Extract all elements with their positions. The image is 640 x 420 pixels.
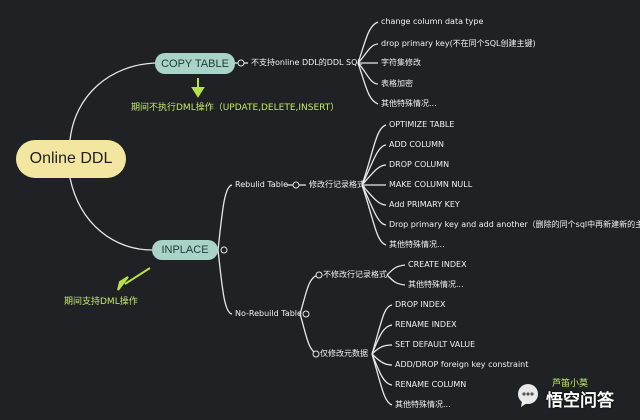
rowformat-condition: 不修改行记录格式	[323, 270, 387, 279]
collapse-dot-metadata	[312, 350, 320, 358]
rebuild-condition: 修改行记录格式	[309, 180, 365, 189]
metadata-item: RENAME INDEX	[395, 320, 457, 329]
metadata-condition: 仅修改元数据	[320, 349, 368, 358]
rebuild-item: Drop primary key and add another（删除的同个sq…	[389, 220, 640, 229]
link-root-inplace	[69, 177, 153, 251]
metadata-item: ADD/DROP foreign key constraint	[395, 360, 529, 369]
rebuild-item: Add PRIMARY KEY	[389, 200, 460, 209]
rowformat-item: CREATE INDEX	[408, 260, 467, 269]
rebuild-item: MAKE COLUMN NULL	[389, 180, 473, 189]
collapse-dot-inplace	[220, 246, 228, 254]
copy-item: 字符集修改	[381, 58, 421, 67]
speech-bubble-logo-icon	[518, 384, 538, 407]
copy-item: 表格加密	[381, 79, 413, 88]
rebuild-item: DROP COLUMN	[389, 160, 450, 169]
inplace-label: INPLACE	[161, 244, 209, 256]
copy-table-note: 期间不执行DML操作（UPDATE,DELETE,INSERT）	[131, 103, 340, 113]
metadata-item: DROP INDEX	[395, 300, 446, 309]
metadata-item: RENAME COLUMN	[395, 380, 467, 389]
link-inplace-rebuild	[217, 184, 233, 251]
collapse-dot-rowformat	[315, 271, 323, 279]
watermark-author: 芦笛小莫	[552, 379, 589, 389]
copy-item: 其他特殊情况...	[381, 99, 437, 108]
copy-table-condition: 不支持online DDL的DDL SQL	[251, 58, 362, 67]
collapse-dot-rebuild	[292, 181, 300, 189]
link-root-copy	[69, 62, 156, 141]
metadata-item: SET DEFAULT VALUE	[395, 340, 476, 349]
rowformat-item: 其他特殊情况...	[408, 280, 464, 289]
root-label: Online DDL	[29, 150, 113, 167]
norebuild-node[interactable]: No-Rebuild Table	[235, 309, 302, 318]
rebuild-item: 其他特殊情况...	[389, 240, 445, 249]
link-inplace-norebuild	[217, 249, 233, 315]
copy-table-label: COPY TABLE	[161, 57, 229, 70]
rebuild-item: OPTIMIZE TABLE	[389, 120, 455, 129]
watermark-brand: 悟空问答	[546, 391, 614, 411]
arrow-inplace-note	[124, 267, 151, 285]
root-node[interactable]: Online DDL	[16, 140, 126, 178]
inplace-note: 期间支持DML操作	[64, 297, 138, 307]
collapse-dot-copy	[237, 59, 245, 67]
rebuild-node[interactable]: Rebulid Table	[235, 180, 289, 189]
rebuild-item: ADD COLUMN	[389, 140, 445, 149]
inplace-node[interactable]: INPLACE	[152, 240, 218, 260]
link-condition-items	[357, 21, 379, 64]
copy-item: change column data type	[381, 17, 484, 26]
metadata-item: 其他特殊情况...	[395, 400, 451, 409]
copy-item: drop primary key(不在同个SQL创建主键)	[381, 39, 536, 48]
copy-table-node[interactable]: COPY TABLE	[155, 53, 235, 74]
collapse-dot-norebuild	[302, 310, 310, 318]
